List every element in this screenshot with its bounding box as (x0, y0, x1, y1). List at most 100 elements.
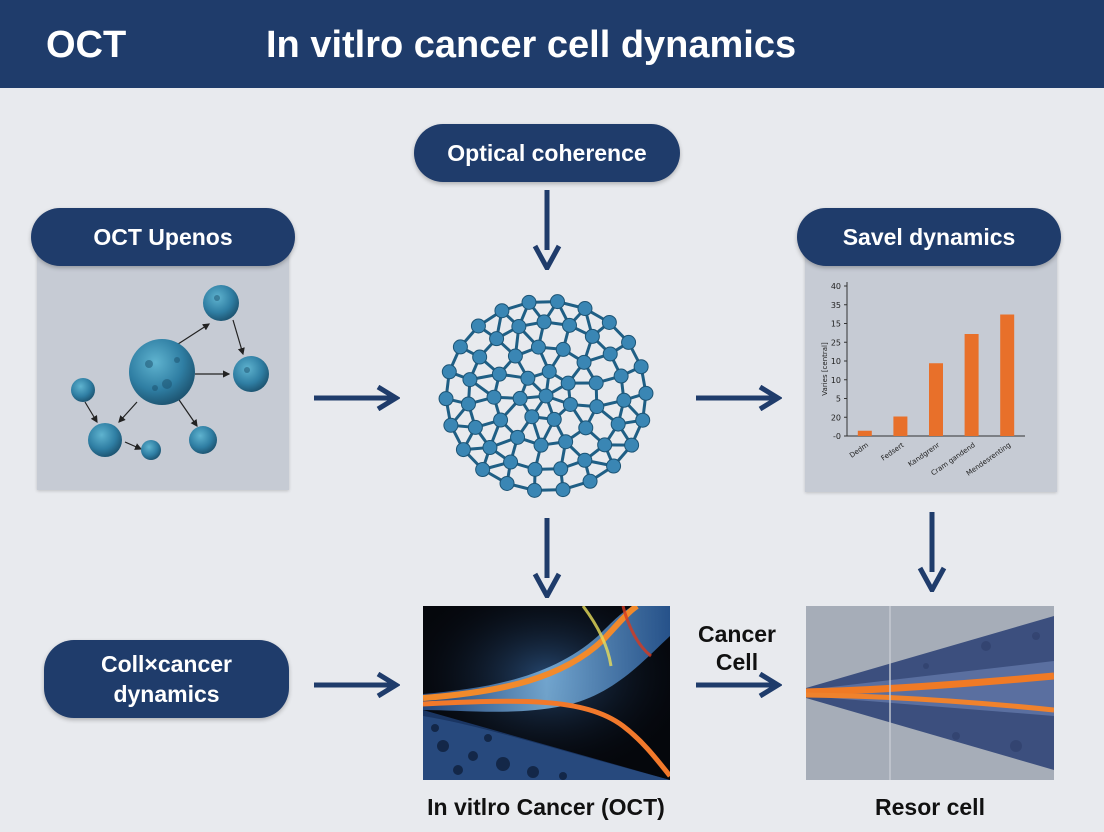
savel-dynamics-node[interactable]: Savel dynamics (797, 208, 1061, 266)
atom (549, 294, 565, 310)
x-tick-label: Dedm (848, 441, 870, 460)
atom (555, 482, 571, 498)
savel-dynamics-label: Savel dynamics (842, 224, 1016, 250)
arrow-down-icon (917, 512, 947, 592)
atom (541, 363, 557, 379)
atom (493, 412, 509, 428)
atom (443, 417, 459, 433)
y-tick-label: 35 (831, 301, 841, 310)
y-axis-label: Varies [central] (821, 342, 829, 396)
atom (486, 389, 502, 405)
resor-cell-image (806, 606, 1054, 780)
atom (482, 440, 498, 456)
atom (638, 385, 654, 401)
x-tick-label: Kandgrenr (907, 441, 942, 469)
arrow-down-icon (532, 190, 562, 270)
atom (491, 366, 507, 382)
optical-coherence-label: Optical coherence (447, 140, 647, 166)
in-vitro-oct-image (423, 606, 670, 780)
atom (577, 301, 593, 317)
atom (561, 317, 577, 333)
atom (470, 318, 486, 334)
atom (452, 339, 468, 355)
atom (601, 314, 617, 330)
y-tick-label: 15 (831, 320, 841, 329)
atom (527, 482, 543, 498)
oct-scan-visual (423, 606, 670, 780)
atom (524, 409, 540, 425)
atom (489, 331, 505, 347)
header-abbreviation: OCT (46, 24, 127, 66)
atom (494, 303, 510, 319)
atom (512, 390, 528, 406)
atom (536, 314, 552, 330)
atom (462, 372, 478, 388)
atom (558, 434, 574, 450)
upenos-panel (37, 236, 289, 490)
y-tick-label: -0 (833, 432, 841, 441)
atom (610, 416, 626, 432)
coll-cancer-label-line2: dynamics (113, 681, 220, 707)
resor-cell-visual (806, 606, 1054, 780)
atom (578, 420, 594, 436)
atom (455, 442, 471, 458)
atom (533, 437, 549, 453)
atom (602, 346, 618, 362)
atom (441, 364, 457, 380)
atom (438, 391, 454, 407)
cancer-cell-line2: Cell (715, 649, 759, 675)
atom (635, 412, 651, 428)
atom (499, 475, 515, 491)
optical-coherence-node[interactable]: Optical coherence (414, 124, 680, 182)
header-bar: OCT In vitlro cancer cell dynamics (0, 0, 1104, 88)
atom (633, 359, 649, 375)
atom (472, 349, 488, 365)
atom (538, 388, 554, 404)
cell-icon (71, 285, 269, 460)
atom (520, 370, 536, 386)
atom (475, 462, 491, 478)
atom (546, 411, 562, 427)
atom (606, 458, 622, 474)
atom (613, 368, 629, 384)
atom (562, 396, 578, 412)
y-tick-label: 5 (836, 395, 841, 404)
arrow-right-icon (696, 672, 782, 698)
page-title: In vitlro cancer cell dynamics (266, 24, 797, 66)
atom (588, 375, 604, 391)
arrow-right-icon (314, 672, 400, 698)
coll-cancer-dynamics-node[interactable]: Coll×cancer dynamics (44, 640, 289, 718)
atom (584, 328, 600, 344)
y-tick-label: 20 (831, 413, 841, 422)
arrow-right-icon (696, 385, 782, 411)
bar (929, 363, 943, 436)
arrow-right-icon (314, 385, 400, 411)
y-tick-label: 25 (831, 338, 841, 347)
cancer-cell-line1: Cancer (698, 621, 776, 647)
oct-upenos-node[interactable]: OCT Upenos (31, 208, 295, 266)
atom (510, 429, 526, 445)
atom (589, 399, 605, 415)
atom (597, 437, 613, 453)
arrow-down-icon (532, 518, 562, 598)
atom (530, 339, 546, 355)
x-tick-label: Fedsert (880, 441, 906, 463)
atom (560, 375, 576, 391)
bar (857, 430, 872, 436)
atom (577, 452, 593, 468)
molecule-network-image (430, 286, 662, 504)
coll-cancer-label-line1: Coll×cancer (100, 651, 233, 677)
atom (521, 294, 537, 310)
y-tick-label: 40 (831, 282, 841, 291)
bar (893, 416, 908, 436)
cell-network-illustration (71, 285, 269, 460)
atom (467, 419, 483, 435)
y-tick-label: 10 (831, 357, 841, 366)
in-vitro-caption: In vitlro Cancer (OCT) (427, 794, 665, 820)
atom (527, 461, 543, 477)
atom (555, 341, 571, 357)
atom (576, 354, 592, 370)
oct-upenos-label: OCT Upenos (93, 224, 233, 250)
